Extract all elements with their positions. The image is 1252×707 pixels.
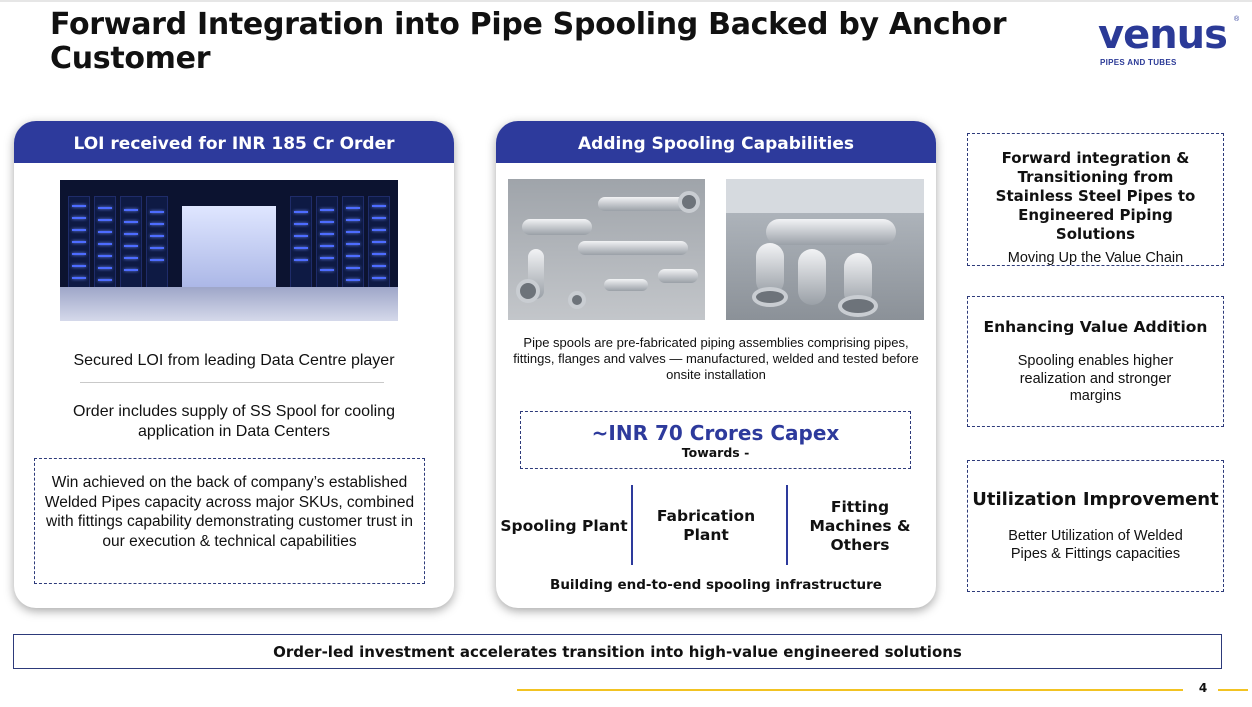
footer-accent-line-end <box>1218 689 1248 691</box>
capex-subtitle: Towards - <box>681 445 750 460</box>
spooling-card: Adding Spooling Capabilities Pipe spools… <box>496 121 936 608</box>
page-title: Forward Integration into Pipe Spooling B… <box>50 7 1007 76</box>
utilization-box: Utilization Improvement Better Utilizati… <box>967 460 1224 592</box>
capex-value: ~INR 70 Crores Capex <box>591 421 840 445</box>
logo-tagline: PIPES AND TUBES <box>1100 58 1177 67</box>
column-fabrication-plant: Fabrication Plant <box>656 507 756 544</box>
top-rule <box>0 0 1252 2</box>
value-addition-box: Enhancing Value Addition Spooling enable… <box>967 296 1224 427</box>
column-spooling-plant: Spooling Plant <box>500 516 628 535</box>
spool-description: Pipe spools are pre-fabricated piping as… <box>513 335 919 382</box>
loi-card: LOI received for INR 185 Cr Order Secure… <box>14 121 454 608</box>
company-logo: venus PIPES AND TUBES ® <box>1098 12 1240 72</box>
capex-box: ~INR 70 Crores Capex Towards - <box>520 411 911 469</box>
value-addition-body: Spooling enables higher realization and … <box>1017 353 1174 404</box>
forward-integration-body: Moving Up the Value Chain <box>1007 250 1184 266</box>
utilization-body: Better Utilization of Welded Pipes & Fit… <box>1008 528 1183 562</box>
forward-integration-box: Forward integration & Transitioning from… <box>967 133 1224 266</box>
utilization-title: Utilization Improvement <box>972 489 1219 510</box>
page-number: 4 <box>1198 681 1208 695</box>
logo-wordmark: venus <box>1098 12 1228 58</box>
pipe-spools-image <box>508 179 705 320</box>
spool-assembly-image <box>726 179 924 320</box>
loi-win-box: Win achieved on the back of company’s es… <box>34 458 425 584</box>
spooling-card-header: Adding Spooling Capabilities <box>496 121 936 163</box>
forward-integration-title: Forward integration & Transitioning from… <box>995 149 1196 243</box>
loi-card-header: LOI received for INR 185 Cr Order <box>14 121 454 163</box>
column-separator <box>786 485 788 565</box>
data-centre-image <box>60 180 398 321</box>
loi-secured-text: Secured LOI from leading Data Centre pla… <box>73 352 395 369</box>
value-addition-title: Enhancing Value Addition <box>983 318 1208 336</box>
spool-footer: Building end-to-end spooling infrastruct… <box>550 577 882 593</box>
column-fitting-machines: Fitting Machines & Others <box>809 497 911 554</box>
logo-registered-mark: ® <box>1234 16 1240 23</box>
divider <box>80 382 384 383</box>
footer-accent-line <box>517 689 1183 691</box>
loi-order-text: Order includes supply of SS Spool for co… <box>73 403 395 440</box>
column-separator <box>631 485 633 565</box>
summary-banner: Order-led investment accelerates transit… <box>13 634 1222 669</box>
